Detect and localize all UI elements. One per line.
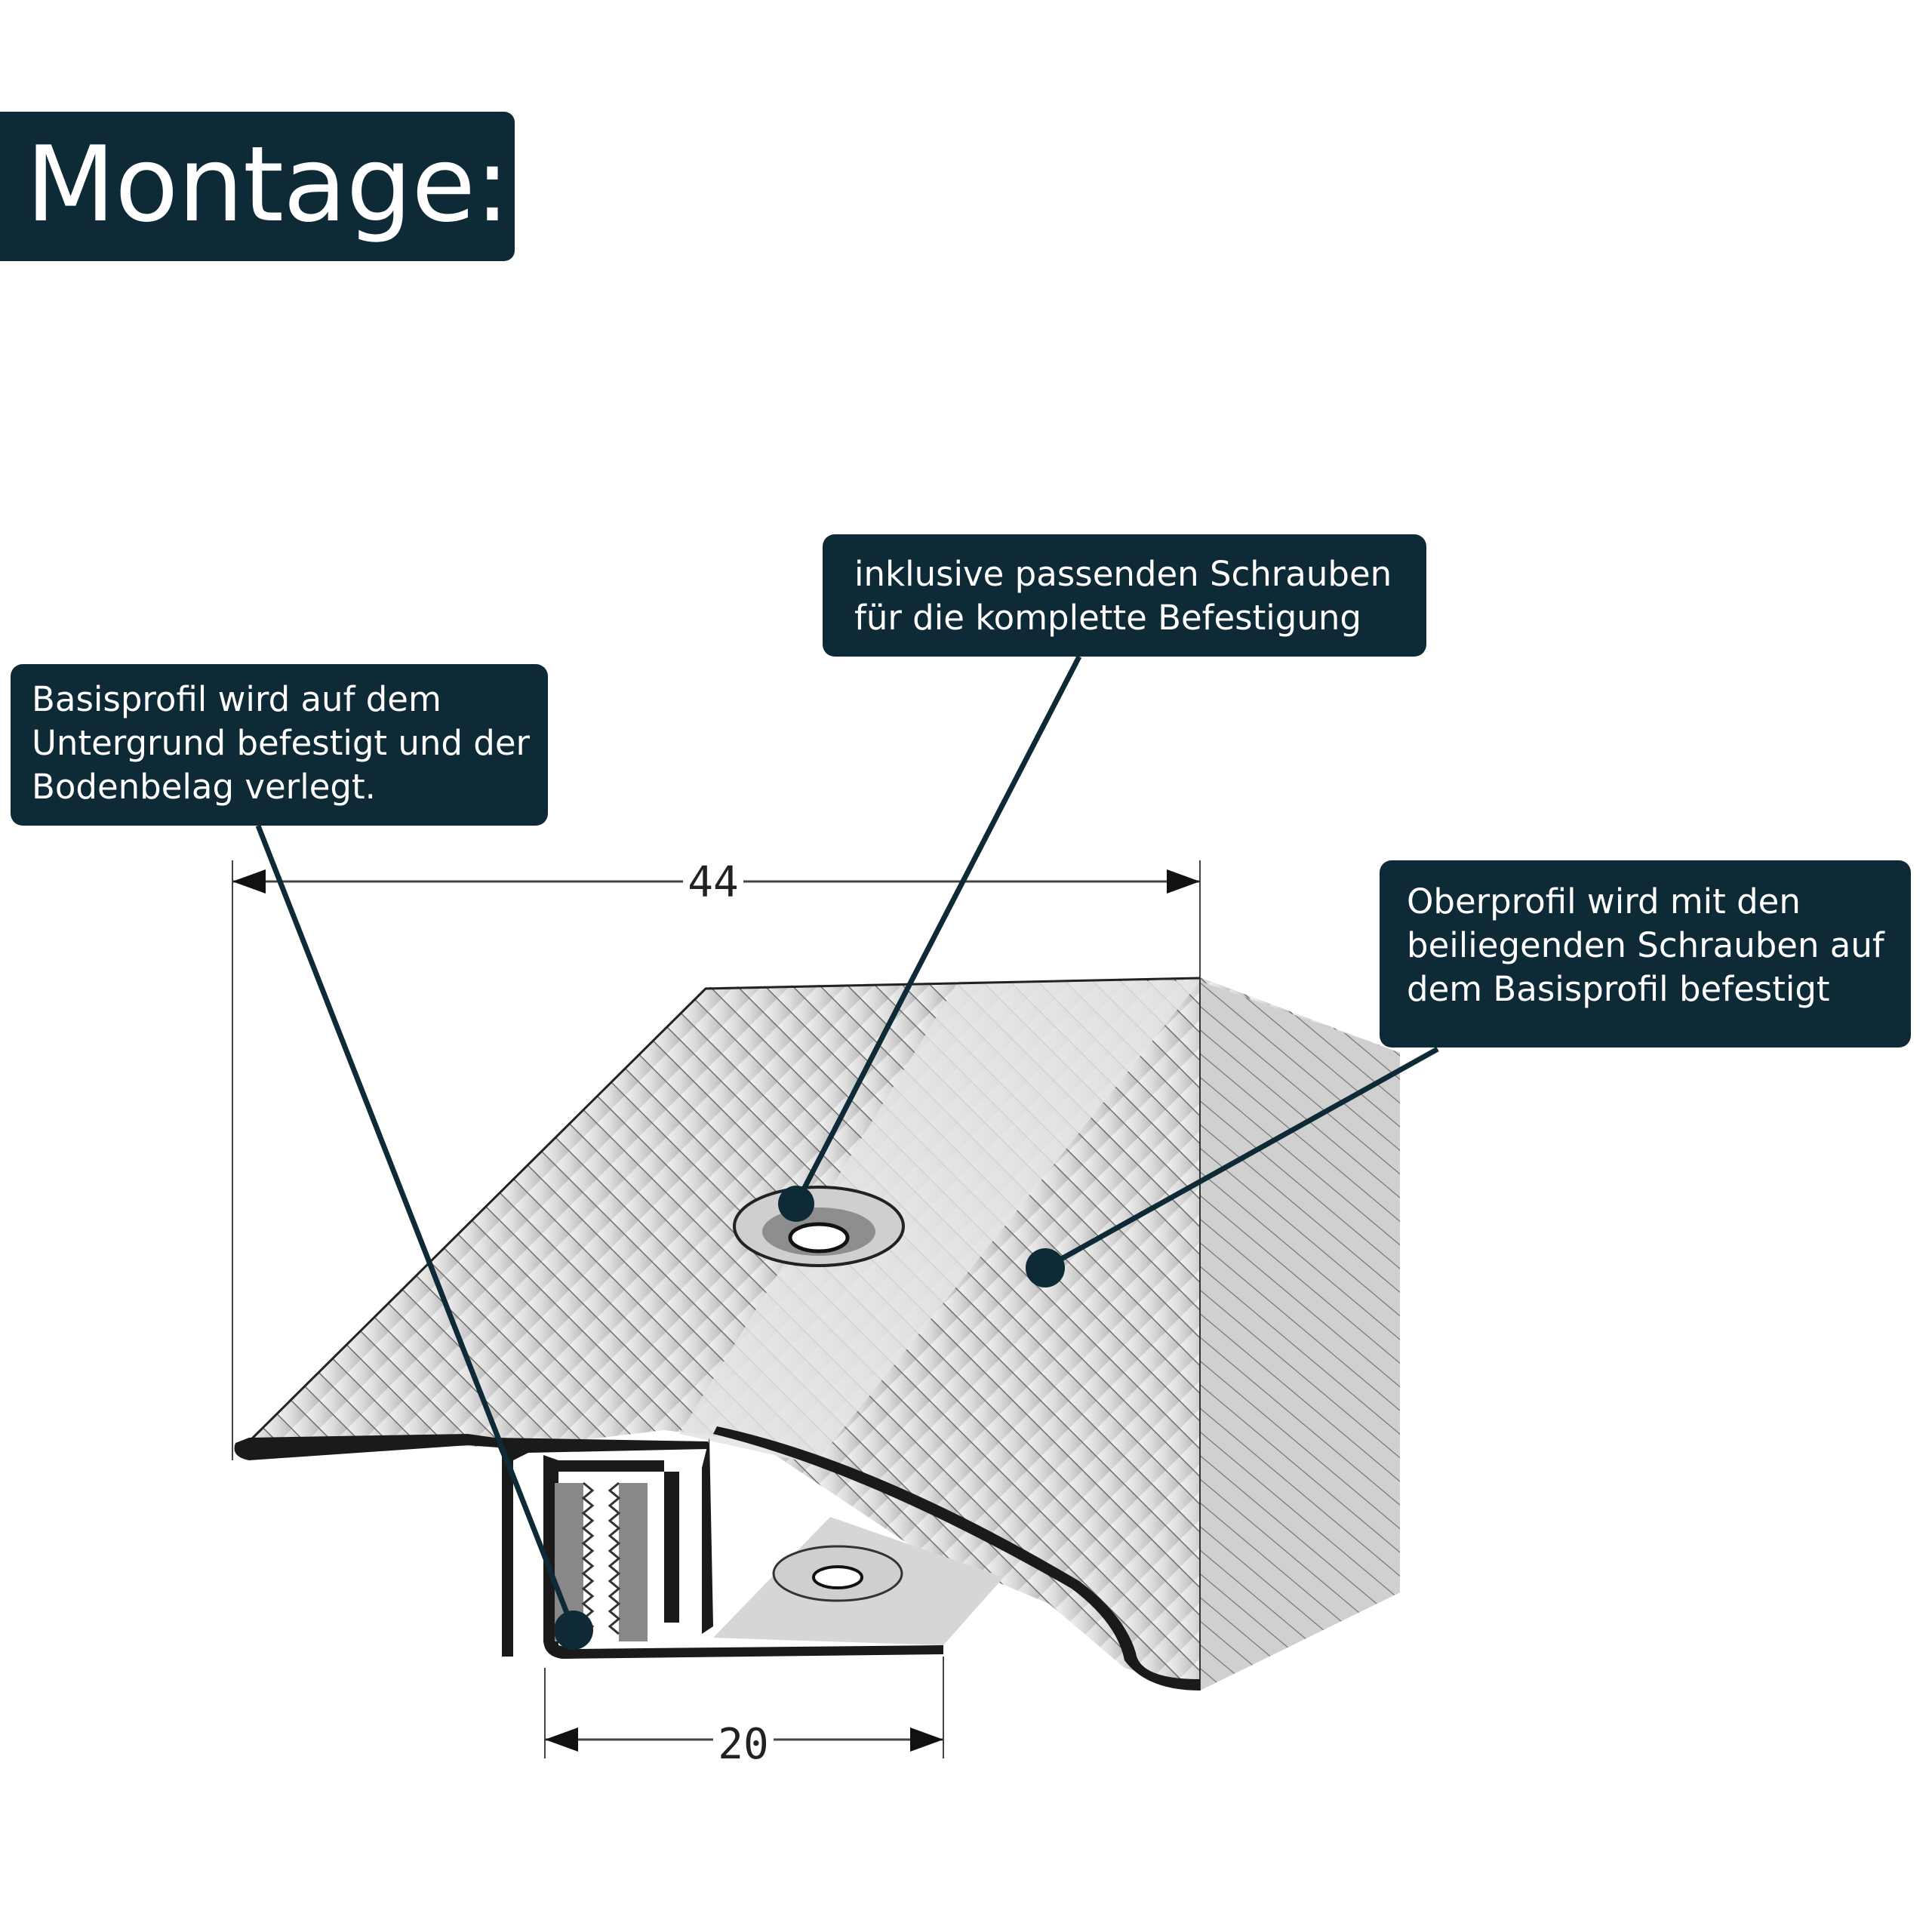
dimension-44-label: 44 [688, 858, 738, 907]
callout-base-line-1: Basisprofil wird auf dem [32, 679, 441, 719]
title-banner: Montage: [0, 112, 515, 261]
callout-base-line-2: Untergrund befestigt und der [32, 723, 531, 763]
dimension-20-label: 20 [718, 1720, 768, 1769]
callout-top-line-2: beiliegenden Schrauben auf [1407, 925, 1884, 965]
page-title: Montage: [26, 124, 510, 245]
callout-top-line-3: dem Basisprofil befestigt [1407, 969, 1830, 1009]
leader-dot-top [1026, 1248, 1065, 1287]
leader-dot-screws [778, 1186, 814, 1222]
callout-screws-line-2: für die komplette Befestigung [854, 598, 1361, 638]
callout-base-line-3: Bodenbelag verlegt. [32, 767, 376, 807]
profile-cross-section [234, 1426, 1200, 1690]
callout-base-profile: Basisprofil wird auf dem Untergrund befe… [11, 664, 548, 826]
leader-lines [255, 655, 1439, 1650]
callout-top-profile: Oberprofil wird mit den beiliegenden Sch… [1380, 860, 1911, 1048]
dimension-20: 20 [544, 1657, 944, 1769]
leader-dot-base [554, 1611, 593, 1650]
callout-top-line-1: Oberprofil wird mit den [1407, 881, 1801, 921]
callout-screws-line-1: inklusive passenden Schrauben [854, 554, 1392, 594]
callout-screws: inklusive passenden Schrauben für die ko… [823, 534, 1426, 657]
top-profile [248, 977, 1400, 1690]
